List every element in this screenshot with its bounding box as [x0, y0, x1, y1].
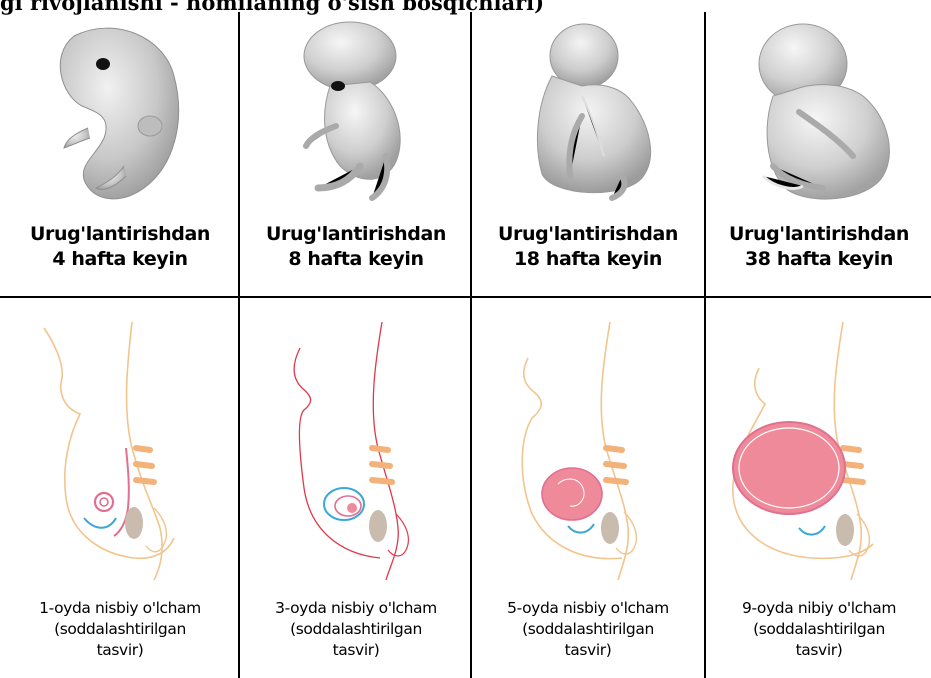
- fetus-8-weeks-image: [240, 16, 472, 211]
- fetus-label: Urug'lantirishdan 18 hafta keyin: [472, 222, 704, 272]
- body-illustration-month-9: [703, 318, 931, 580]
- row-divider: [0, 296, 931, 298]
- fetus-label: Urug'lantirishdan 4 hafta keyin: [4, 222, 236, 272]
- fetus-38-weeks-image: [703, 16, 931, 211]
- body-label: 9-oyda nibiy o'lcham (soddalashtirilgan …: [703, 598, 931, 661]
- top-caption: gi rivojlanishi - homilaning o'sish bosq…: [0, 0, 931, 15]
- fetus-label: Urug'lantirishdan 38 hafta keyin: [703, 222, 931, 272]
- fetus-4-weeks-image: [4, 16, 236, 211]
- body-illustration-month-5: [472, 318, 704, 580]
- body-label: 1-oyda nisbiy o'lcham (soddalashtirilgan…: [4, 598, 236, 661]
- fetus-18-weeks-image: [472, 16, 704, 211]
- body-illustration-month-1: [4, 318, 236, 580]
- body-label: 3-oyda nisbiy o'lcham (soddalashtirilgan…: [240, 598, 472, 661]
- body-illustration-month-3: [240, 318, 472, 580]
- fetus-label: Urug'lantirishdan 8 hafta keyin: [240, 222, 472, 272]
- body-label: 5-oyda nisbiy o'lcham (soddalashtirilgan…: [472, 598, 704, 661]
